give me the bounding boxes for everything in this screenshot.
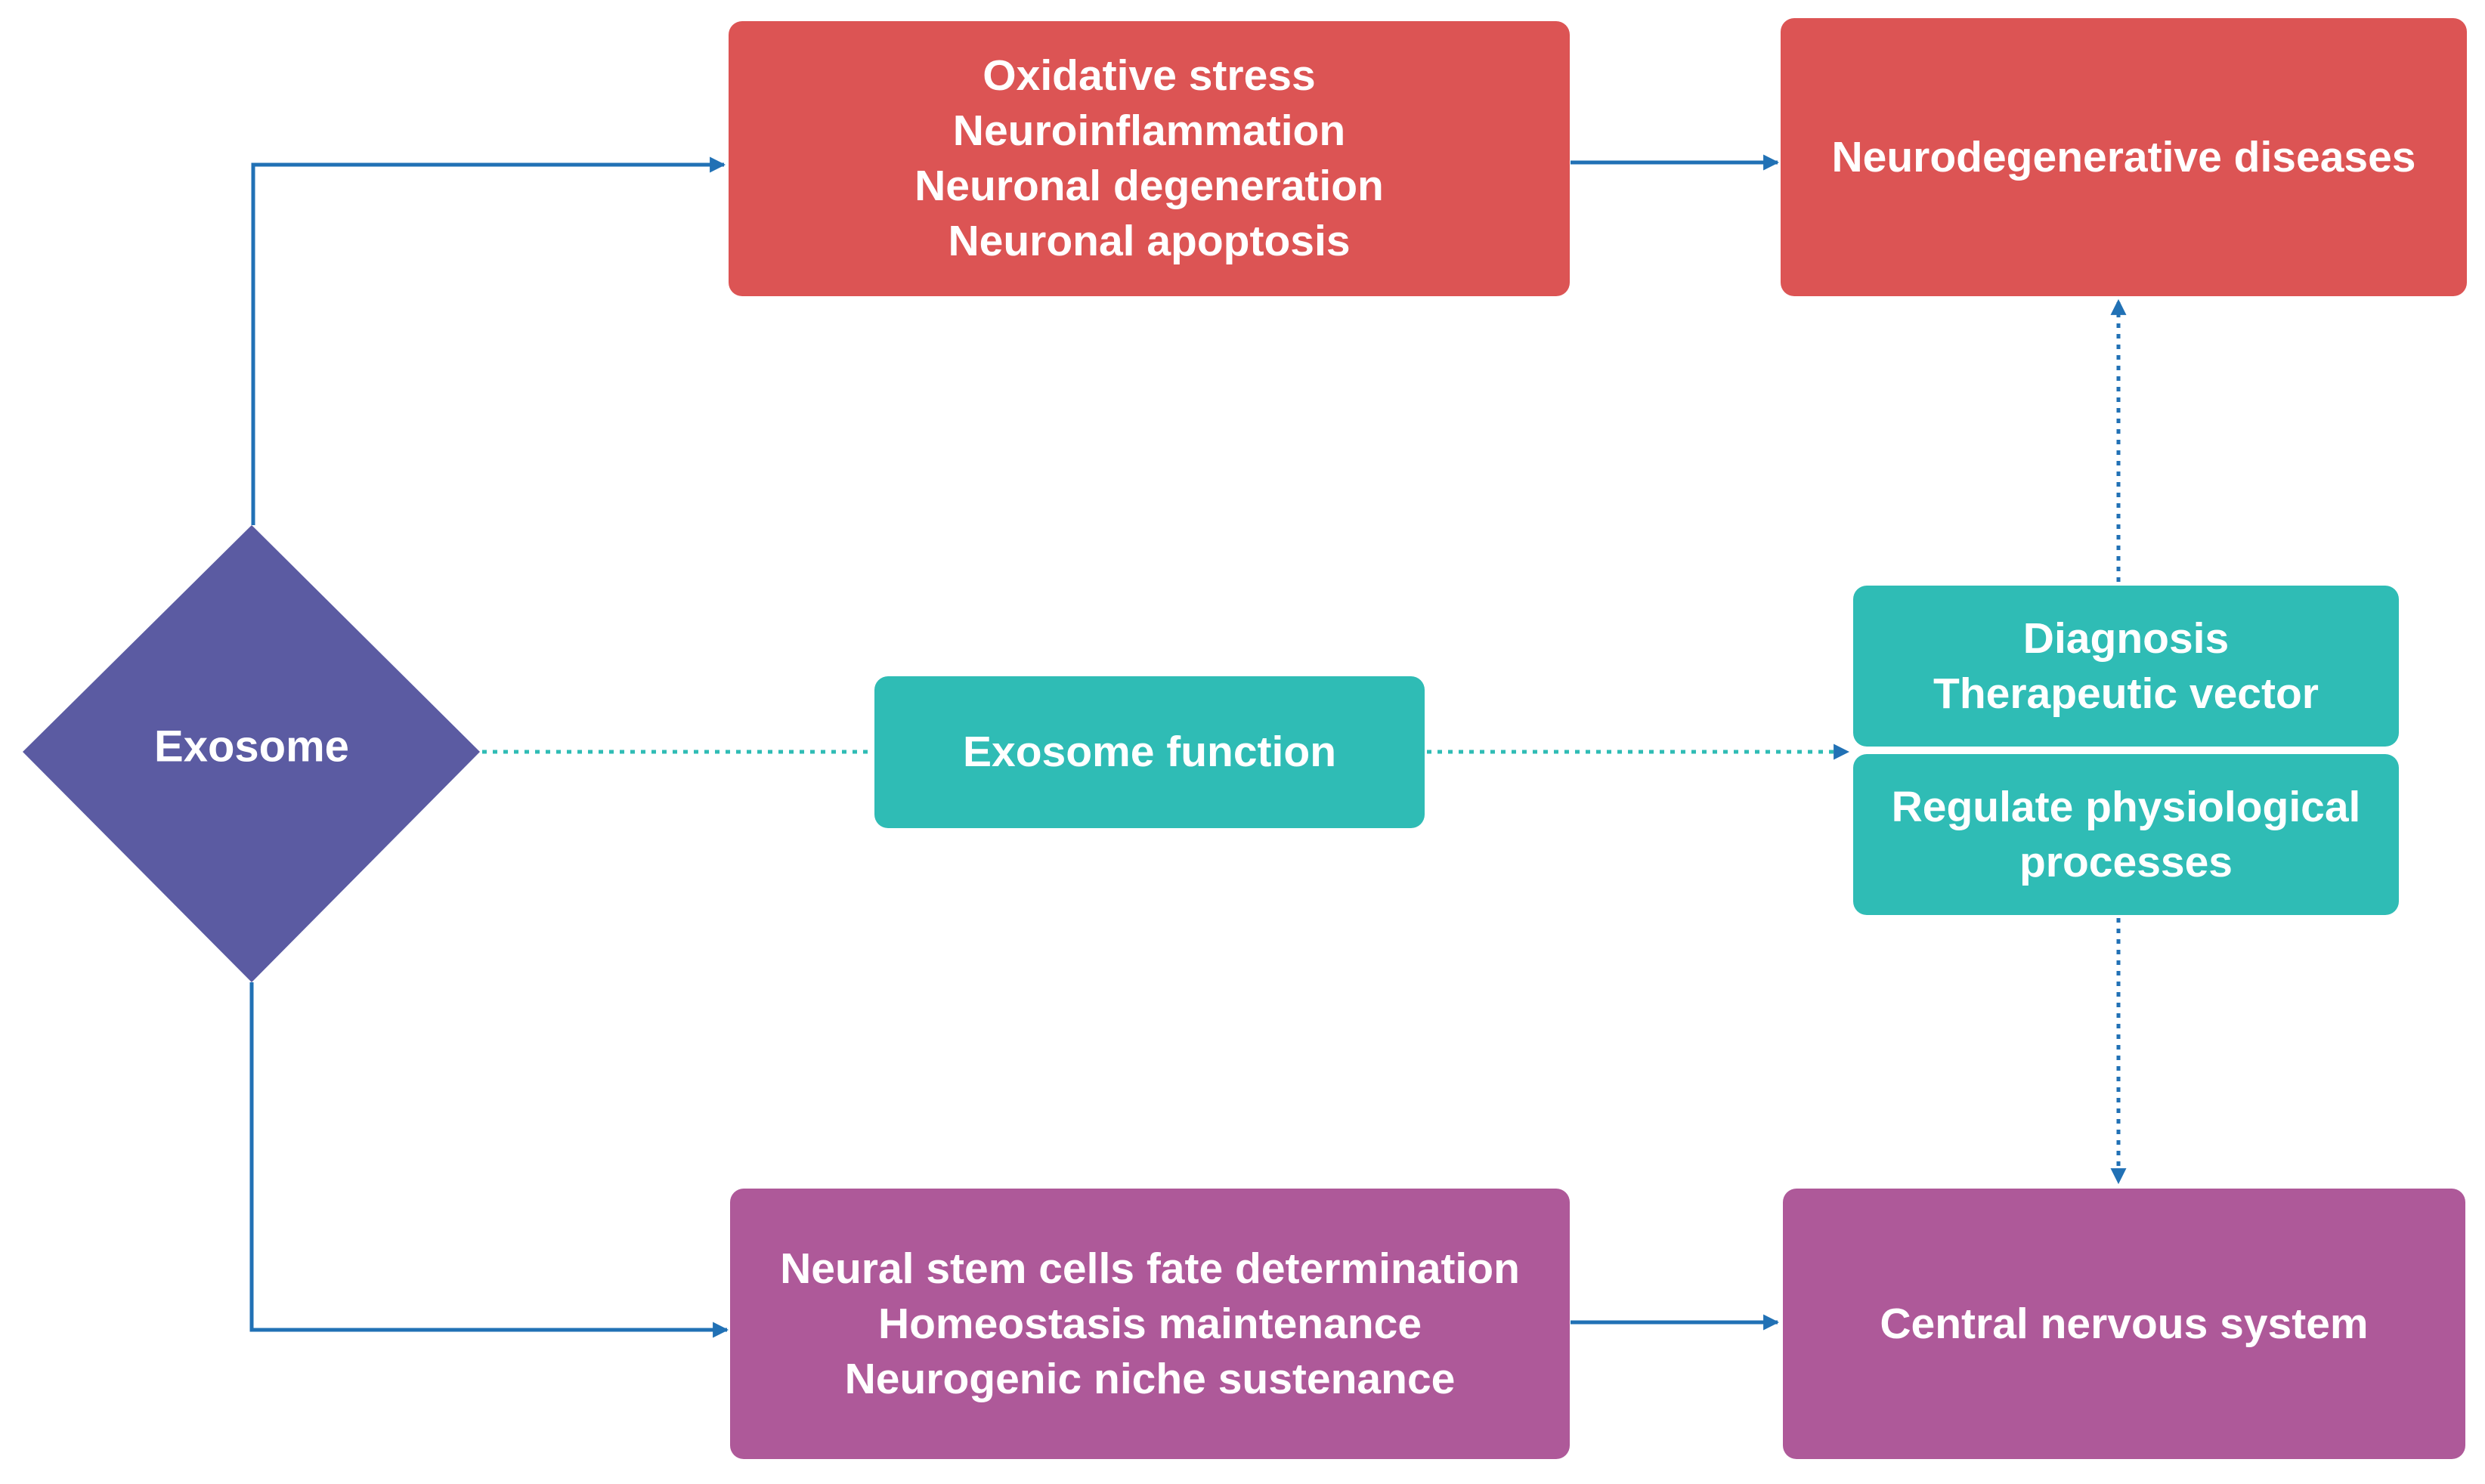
diagnosis-line: Diagnosis [2022, 614, 2230, 663]
mechanism-line: Neuronal degeneration [914, 162, 1384, 210]
mechanisms-box: Oxidative stress Neuroinflammation Neuro… [729, 21, 1570, 296]
mechanism-line: Neuroinflammation [952, 107, 1346, 155]
neurodegenerative-diseases-box: Neurodegenerative diseases [1781, 18, 2467, 296]
arrow-exosome-to-mechanisms [251, 156, 726, 525]
stem-cells-line: Neurogenic niche sustenance [844, 1354, 1456, 1403]
regulate-line: Regulate physiological [1891, 782, 2361, 831]
mechanism-line: Neuronal apoptosis [948, 217, 1351, 265]
regulate-box: Regulate physiological processes [1853, 754, 2399, 915]
stem-cells-line: Homeostasis maintenance [877, 1299, 1422, 1348]
arrow-exosome-to-stem-cells [249, 982, 729, 1338]
diagnosis-line: Therapeutic vector [1933, 669, 2319, 718]
stem-cells-box: Neural stem cells fate determination Hom… [730, 1189, 1570, 1459]
exosome-diamond [23, 525, 480, 982]
mechanisms-lines: Oxidative stress Neuroinflammation Neuro… [914, 48, 1384, 269]
central-nervous-system-box: Central nervous system [1783, 1189, 2465, 1459]
regulate-line: processes [2019, 837, 2233, 886]
neurodegenerative-label: Neurodegenerative diseases [1831, 132, 2416, 181]
diagnosis-box: Diagnosis Therapeutic vector [1853, 586, 2399, 747]
exosome-function-box: Exosome function [874, 676, 1425, 828]
exosome-label: Exosome [154, 722, 349, 771]
stem-cells-line: Neural stem cells fate determination [780, 1244, 1520, 1293]
cns-label: Central nervous system [1880, 1299, 2369, 1348]
exosome-function-label: Exosome function [962, 728, 1337, 776]
mechanism-line: Oxidative stress [983, 51, 1316, 100]
